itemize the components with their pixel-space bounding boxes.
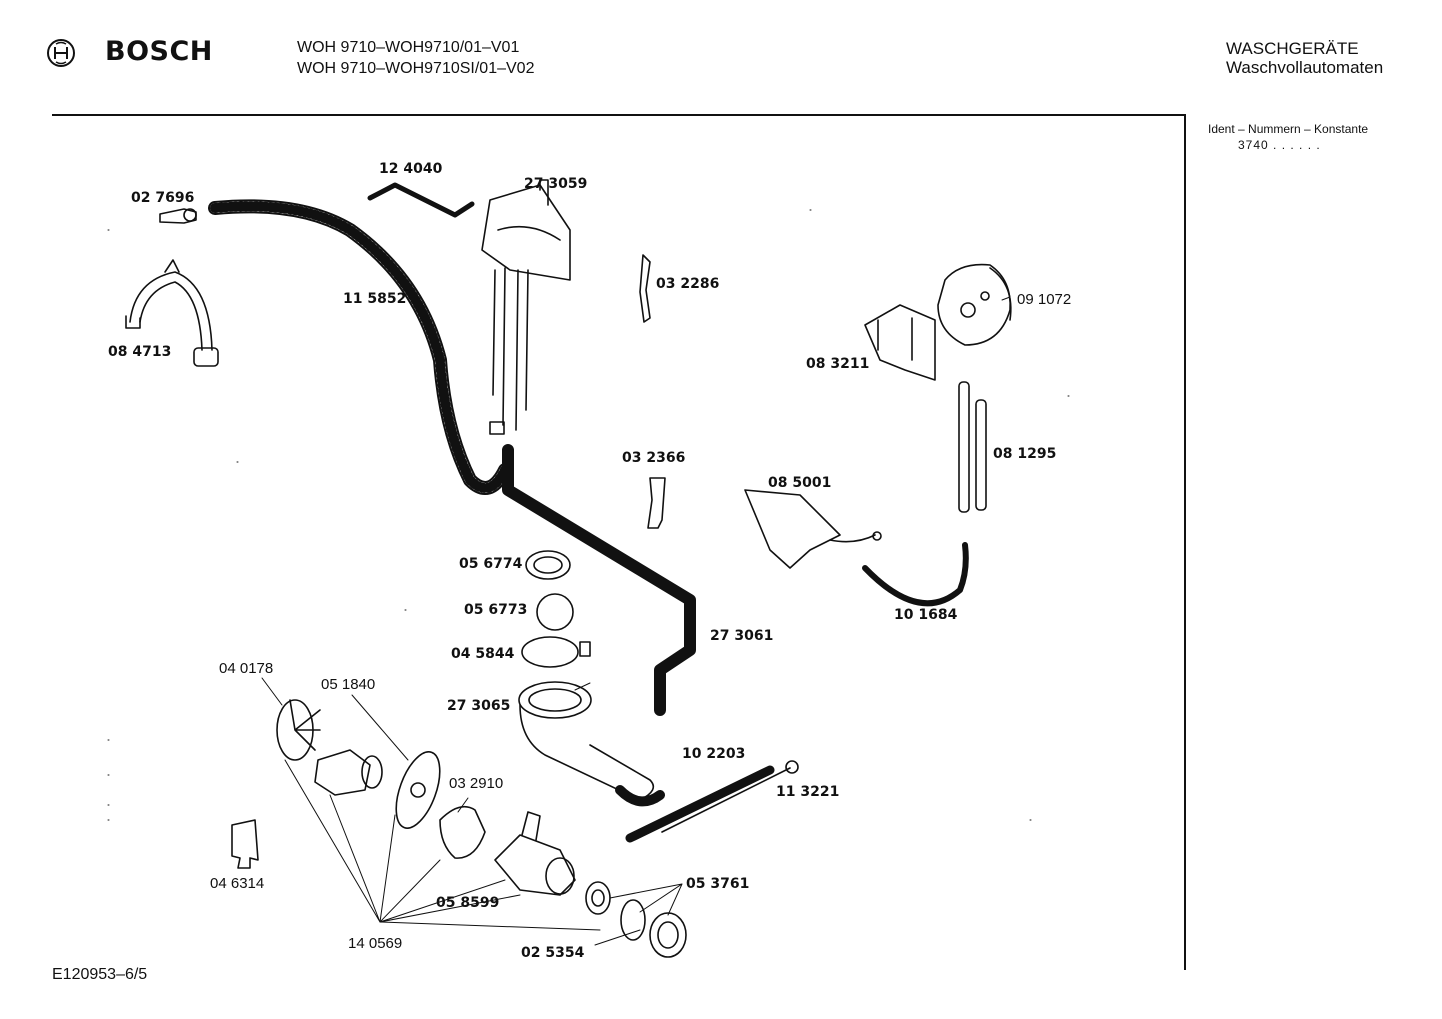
- part-056774-seal-ring: [525, 550, 571, 580]
- part-273061-pipe: [502, 444, 696, 716]
- part-label-101684: 10 1684: [894, 607, 958, 623]
- category-title: WASCHGERÄTE: [1226, 39, 1359, 58]
- part-058599-pump-housing: [494, 811, 576, 896]
- leader-lines: [261, 296, 1011, 946]
- part-label-102203: 10 2203: [682, 746, 746, 762]
- document-code: E120953–6/5: [52, 966, 148, 983]
- part-032910-cover: [439, 805, 486, 859]
- part-label-085001: 08 5001: [768, 475, 832, 491]
- part-label-273065: 27 3065: [447, 698, 511, 714]
- part-102203-rod: [625, 765, 775, 843]
- part-label-140569: 14 0569: [348, 935, 403, 952]
- part-label-053761: 05 3761: [686, 876, 750, 892]
- part-083211-bracket: [864, 304, 936, 381]
- part-046314-clip: [231, 819, 259, 869]
- part-label-081295: 08 1295: [993, 446, 1057, 462]
- part-label-113221: 11 3221: [776, 784, 840, 800]
- part-label-032910: 03 2910: [449, 775, 504, 792]
- part-091072-pressure-switch: [937, 263, 1012, 346]
- part-084713-clamp: [125, 259, 219, 367]
- sidebar-divider: [1184, 114, 1186, 970]
- part-label-040178: 04 0178: [219, 660, 274, 677]
- part-label-027696: 02 7696: [131, 190, 195, 206]
- part-label-084713: 08 4713: [108, 344, 172, 360]
- brand-name: BOSCH: [105, 36, 213, 67]
- part-label-046314: 04 6314: [210, 875, 265, 892]
- part-label-091072: 09 1072: [1017, 291, 1072, 308]
- part-label-045844: 04 5844: [451, 646, 515, 662]
- header-divider: [52, 114, 1184, 116]
- part-115852-corrugated-hose: [208, 199, 512, 495]
- part-053761-seal: [585, 881, 611, 915]
- part-113221-rod: [661, 760, 799, 833]
- ident-value: 3740 . . . . . .: [1238, 138, 1321, 152]
- part-label-051840: 05 1840: [321, 676, 376, 693]
- part-056773-ball: [536, 593, 574, 631]
- part-label-058599: 05 8599: [436, 895, 500, 911]
- part-label-032286: 03 2286: [656, 276, 720, 292]
- part-filter-cap: [649, 912, 687, 958]
- model-line-1: WOH 9710–WOH9710/01–V01: [297, 39, 520, 56]
- part-pump-motor: [314, 749, 383, 796]
- model-line-2: WOH 9710–WOH9710SI/01–V02: [297, 60, 535, 77]
- part-label-273059: 27 3059: [524, 176, 588, 192]
- part-032366-clip: [647, 477, 666, 529]
- part-label-124040: 12 4040: [379, 161, 443, 177]
- part-label-032366: 03 2366: [622, 450, 686, 466]
- part-045844-clamp-ring: [521, 636, 591, 668]
- part-085001-cable-bracket: [744, 489, 882, 569]
- part-label-056774: 05 6774: [459, 556, 523, 572]
- bosch-logo-icon: [47, 39, 75, 67]
- part-label-273061: 27 3061: [710, 628, 774, 644]
- part-081295-tubes: [958, 381, 987, 513]
- part-027696-connector: [159, 208, 197, 224]
- part-124040-wire: [367, 182, 475, 218]
- part-025354-ring: [620, 899, 646, 941]
- ident-label: Ident – Nummern – Konstante: [1208, 122, 1369, 136]
- part-051840-impeller-disc: [395, 751, 441, 829]
- part-273065-sump: [518, 681, 665, 807]
- scan-dots: [107, 209, 1070, 821]
- subcategory-title: Waschvollautomaten: [1226, 58, 1384, 77]
- part-label-115852: 11 5852: [343, 291, 407, 307]
- part-label-083211: 08 3211: [806, 356, 870, 372]
- part-101684-hose: [862, 542, 969, 607]
- part-032286-clip: [639, 254, 651, 323]
- part-label-056773: 05 6773: [464, 602, 528, 618]
- part-040178-fan-wheel: [276, 699, 321, 761]
- part-label-025354: 02 5354: [521, 945, 585, 961]
- part-273059-funnel: [481, 179, 571, 435]
